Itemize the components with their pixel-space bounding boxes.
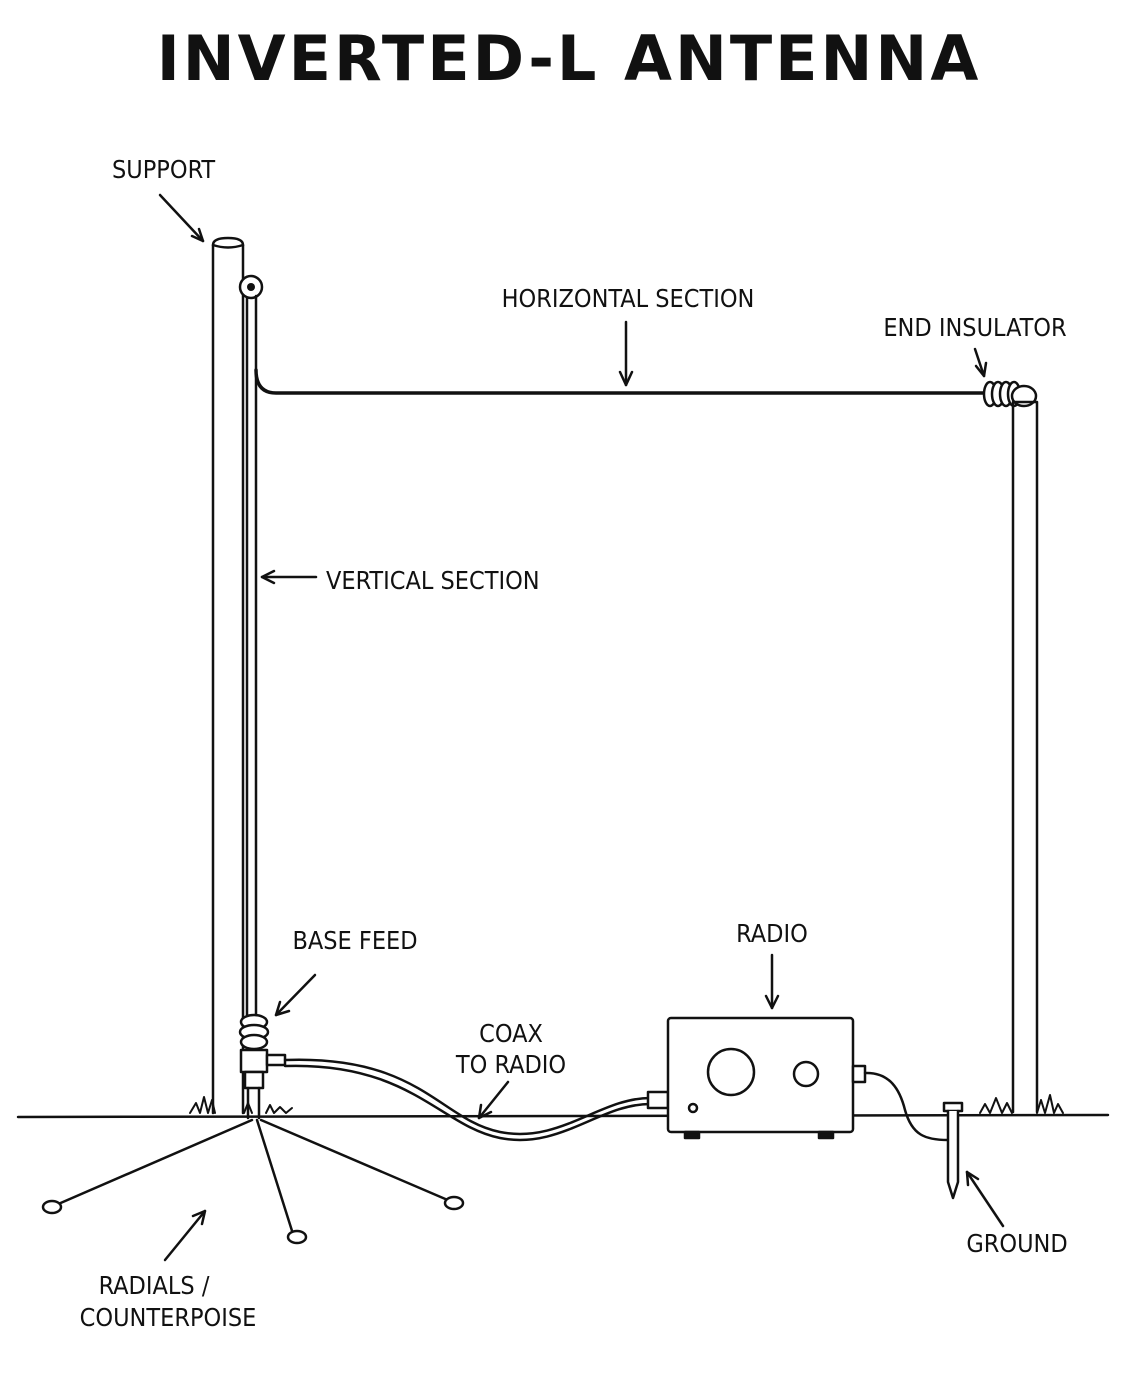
radials [41, 1118, 465, 1245]
arrows [158, 193, 1005, 1262]
label-end-insulator: END INSULATOR [883, 313, 1066, 342]
pulley-icon [238, 274, 264, 300]
label-radials-line2: COUNTERPOISE [80, 1303, 257, 1332]
label-support: SUPPORT [112, 155, 215, 184]
grass-tufts [189, 1094, 1064, 1114]
label-coax-line2: TO RADIO [455, 1050, 566, 1079]
vertical-wire [245, 294, 258, 1017]
coax-connector [646, 1090, 670, 1110]
label-radio: RADIO [736, 919, 808, 948]
support-pole [211, 236, 245, 1115]
label-ground: GROUND [966, 1229, 1067, 1258]
horizontal-wire [254, 368, 987, 395]
label-radials-line1: RADIALS / [99, 1271, 210, 1300]
label-horizontal-section: HORIZONTAL SECTION [502, 284, 755, 313]
ground-wire [863, 1071, 950, 1142]
base-feed-icon [238, 1013, 287, 1120]
diagram-title: INVERTED-L ANTENNA [156, 22, 982, 95]
right-support-pole [1011, 400, 1039, 1114]
coax-cable [283, 1058, 670, 1136]
radio-icon [666, 1016, 867, 1140]
ground-stake-icon [942, 1101, 964, 1200]
label-base-feed: BASE FEED [292, 926, 417, 955]
ground-line [16, 1113, 1110, 1119]
label-coax-line1: COAX [479, 1019, 543, 1048]
label-vertical-section: VERTICAL SECTION [326, 566, 540, 595]
